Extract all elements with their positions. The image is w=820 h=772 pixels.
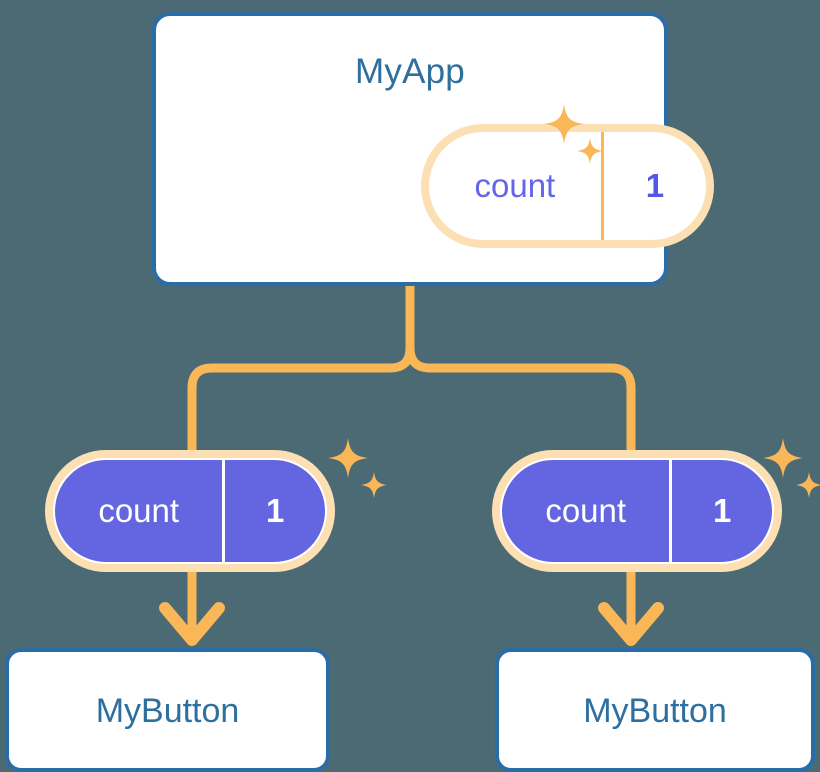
page-title: MyApp <box>355 52 465 91</box>
state-pill-ring: count 1 <box>429 132 706 240</box>
button-card-label: MyButton <box>583 692 727 730</box>
down-arrow-icon <box>159 563 225 646</box>
state-pill-key: count <box>474 167 556 204</box>
state-pill-ring: count 1 <box>500 458 774 564</box>
state-pill-child-left[interactable]: count 1 <box>45 450 335 572</box>
state-pill-key: count <box>545 492 627 529</box>
state-pill-core: count 1 <box>429 132 706 240</box>
down-arrow-icon <box>598 563 664 646</box>
state-pill-ring: count 1 <box>53 458 327 564</box>
branch-connector-icon <box>187 281 415 457</box>
state-pill-app[interactable]: count 1 <box>421 124 714 248</box>
state-pill-value: 1 <box>222 460 325 562</box>
state-pill-value: 1 <box>669 460 772 562</box>
state-pill-core: count 1 <box>53 458 327 564</box>
button-card-right[interactable]: MyButton <box>495 648 815 772</box>
state-pill-core: count 1 <box>500 458 774 564</box>
state-pill-child-right[interactable]: count 1 <box>492 450 782 572</box>
button-card-label: MyButton <box>95 692 240 730</box>
app-card[interactable]: MyApp count 1 <box>152 12 714 286</box>
button-card-left[interactable]: MyButton <box>5 648 330 772</box>
state-pill-key: count <box>98 492 180 529</box>
branch-connector-right-icon <box>405 343 636 457</box>
state-pill-value: 1 <box>600 132 706 240</box>
